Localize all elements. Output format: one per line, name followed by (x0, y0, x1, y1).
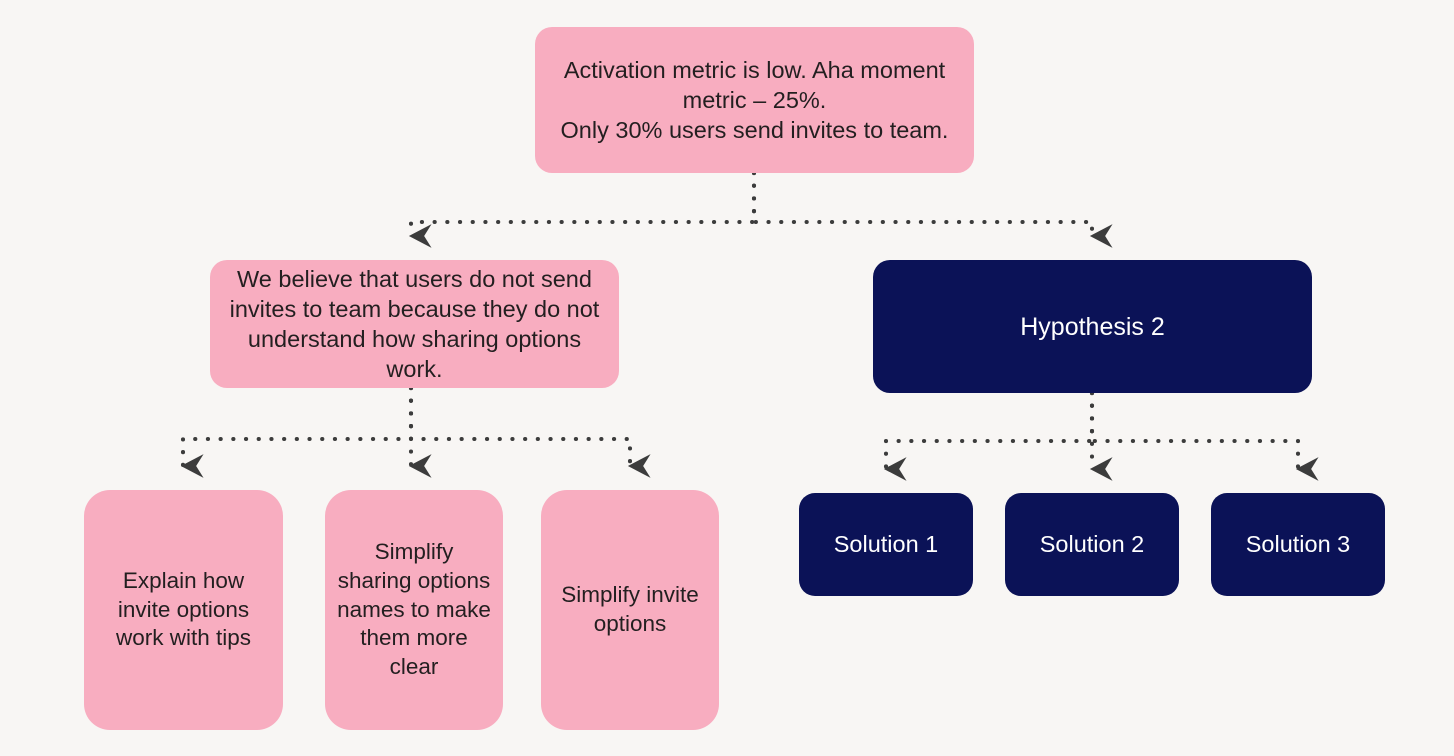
node-problem-statement[interactable]: Activation metric is low. Aha moment met… (535, 27, 974, 173)
node-hypothesis-1-label: We believe that users do not send invite… (229, 265, 600, 383)
node-solution-b2-label: Solution 2 (1039, 531, 1145, 558)
node-problem-statement-label: Activation metric is low. Aha moment met… (560, 56, 949, 144)
node-solution-b1[interactable]: Solution 1 (799, 493, 973, 596)
edge-hypothesis-2-to-solution-b3 (1089, 390, 1319, 481)
node-solution-b1-label: Solution 1 (833, 531, 939, 558)
node-hypothesis-1[interactable]: We believe that users do not send invite… (210, 260, 619, 388)
edge-hypothesis-2-to-solution-b1 (883, 390, 1095, 481)
node-solution-a1-label: Explain how invite options work with tip… (115, 567, 252, 651)
node-solution-a2-label: Simplify sharing options names to make t… (337, 539, 491, 680)
edge-hypothesis-1-to-solution-a1 (180, 385, 414, 478)
node-hypothesis-2[interactable]: Hypothesis 2 (873, 260, 1312, 393)
node-solution-a3-label: Simplify invite options (561, 582, 699, 636)
node-solution-b3-label: Solution 3 (1245, 531, 1351, 558)
node-solution-a2[interactable]: Simplify sharing options names to make t… (325, 490, 503, 730)
node-hypothesis-2-label: Hypothesis 2 (1020, 312, 1165, 341)
node-solution-b2[interactable]: Solution 2 (1005, 493, 1179, 596)
node-solution-a1[interactable]: Explain how invite options work with tip… (84, 490, 283, 730)
node-solution-b3[interactable]: Solution 3 (1211, 493, 1385, 596)
node-solution-a3[interactable]: Simplify invite options (541, 490, 719, 730)
edge-problem-to-hypothesis-1 (408, 170, 757, 248)
edge-hypothesis-1-to-solution-a3 (408, 385, 651, 478)
edge-problem-to-hypothesis-2 (751, 170, 1113, 248)
